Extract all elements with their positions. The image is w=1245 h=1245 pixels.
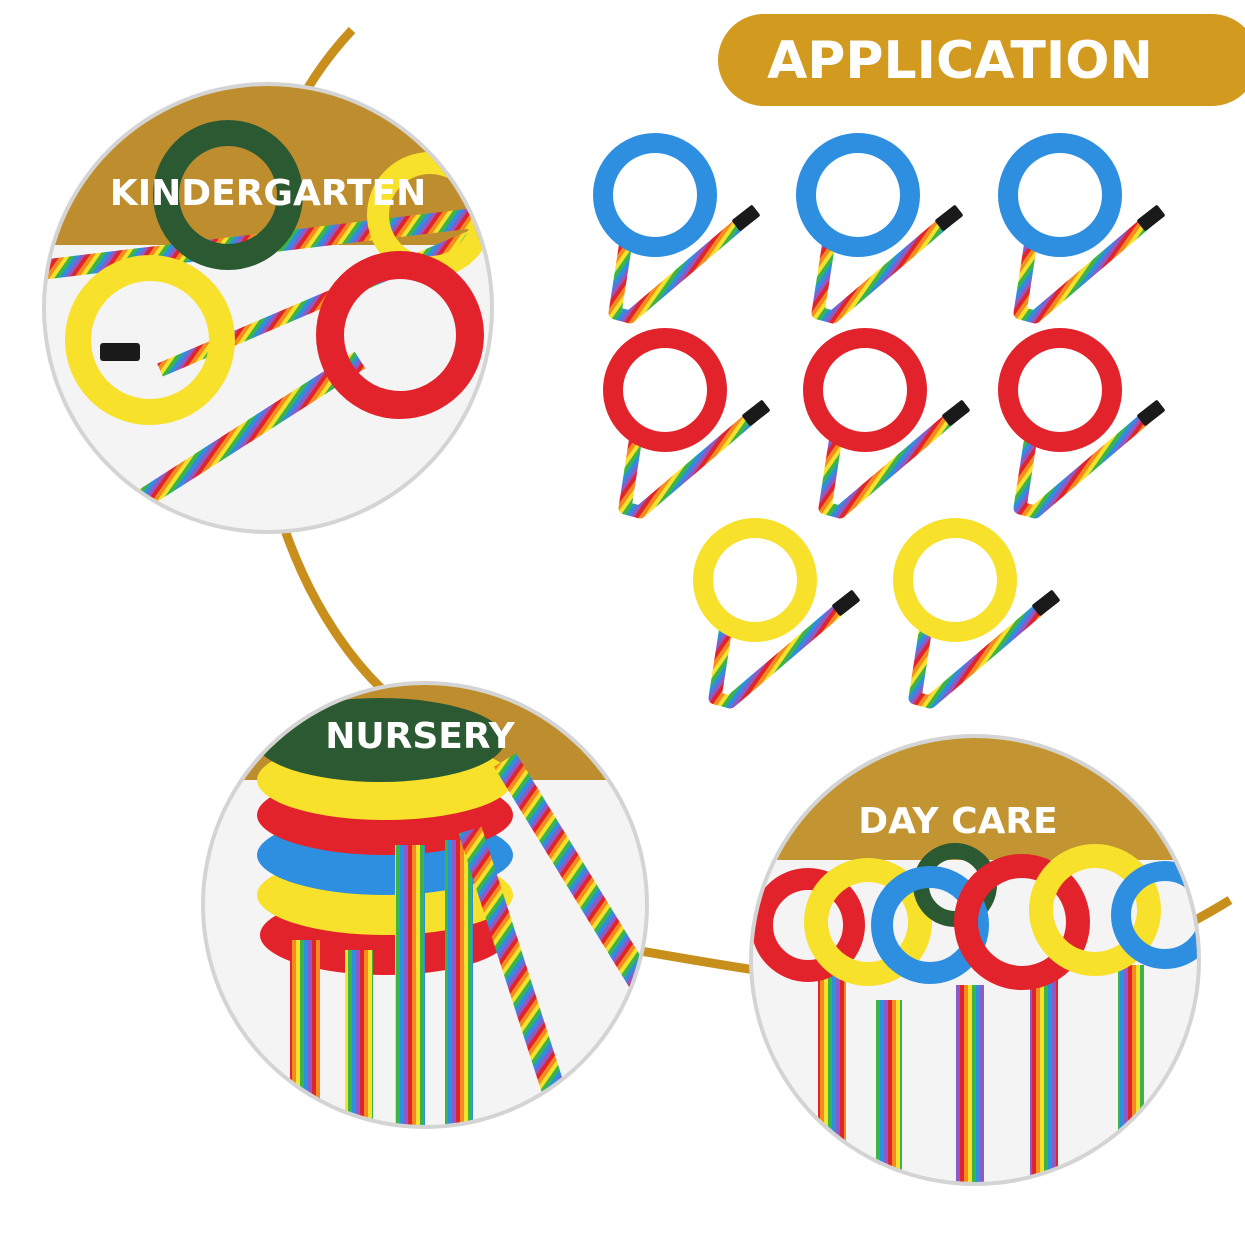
- daycare-yellow-ring-2: [1029, 844, 1161, 976]
- nursery-scene: NURSERY: [201, 681, 649, 1129]
- green-ring-top: [255, 698, 505, 782]
- buckle-icon: [942, 400, 970, 426]
- product-ring-blue: [593, 133, 760, 324]
- buckle-icon: [1032, 590, 1060, 616]
- product-ring-blue: [796, 133, 963, 324]
- product-ring-yellow: [893, 518, 1060, 709]
- kindergarten-label: KINDERGARTEN: [110, 173, 426, 214]
- daycare-red-ring-2: [954, 854, 1090, 990]
- daycare-scene: DAY CARE: [749, 734, 1201, 1186]
- product-ring-red: [603, 328, 770, 519]
- product-ring-red: [803, 328, 970, 519]
- daycare-yellow-ring-1: [804, 858, 932, 986]
- nursery-label: NURSERY: [325, 716, 515, 757]
- buckle-icon: [100, 343, 140, 361]
- product-rings-grid: [593, 133, 1165, 709]
- buckle-icon: [742, 400, 770, 426]
- buckle-icon: [732, 205, 760, 231]
- red-ring: [316, 251, 484, 419]
- daycare-blue-ring-2: [1111, 861, 1197, 969]
- application-title: APPLICATION: [767, 31, 1153, 91]
- green-ring: [153, 120, 303, 270]
- product-ring-red: [998, 328, 1165, 519]
- product-ring-yellow: [693, 518, 860, 709]
- buckle-icon: [935, 205, 963, 231]
- product-ring-blue: [998, 133, 1165, 324]
- yellow-ring: [65, 255, 235, 425]
- kindergarten-scene: KINDERGARTEN: [42, 82, 494, 534]
- buckle-icon: [832, 590, 860, 616]
- buckle-icon: [1137, 400, 1165, 426]
- application-banner: APPLICATION: [718, 14, 1245, 106]
- daycare-label: DAY CARE: [858, 801, 1058, 842]
- daycare-red-ring-1: [753, 868, 865, 982]
- buckle-icon: [1137, 205, 1165, 231]
